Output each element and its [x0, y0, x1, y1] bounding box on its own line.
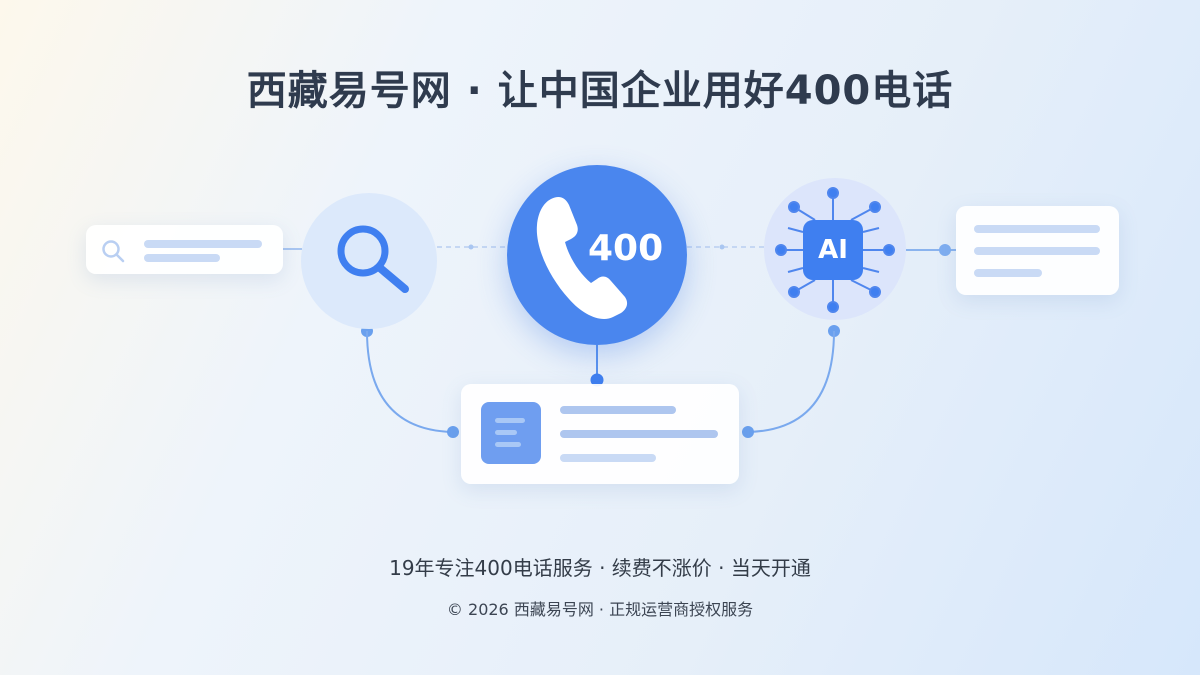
search-node — [301, 193, 437, 329]
tagline: 19年专注400电话服务 · 续费不涨价 · 当天开通 — [389, 556, 811, 580]
placeholder-line — [144, 240, 262, 248]
phone-icon — [536, 197, 628, 319]
placeholder-line — [144, 254, 220, 262]
phone-400-node — [507, 165, 687, 345]
placeholder-line — [974, 269, 1042, 277]
document-icon — [481, 402, 541, 464]
search-icon — [102, 240, 125, 263]
info-card[interactable] — [461, 384, 739, 484]
copyright: © 2026 西藏易号网 · 正规运营商授权服务 — [446, 600, 754, 619]
placeholder-line — [560, 406, 676, 414]
phone-number-label: 400 — [588, 228, 664, 269]
placeholder-line — [974, 225, 1100, 233]
result-card[interactable] — [956, 206, 1119, 295]
search-bar-card[interactable] — [86, 225, 283, 274]
placeholder-line — [974, 247, 1100, 255]
magnifier-icon — [337, 225, 409, 293]
ai-chip-icon: AI — [803, 220, 863, 280]
page-title: 西藏易号网 · 让中国企业用好400电话 — [246, 68, 954, 114]
placeholder-line — [560, 454, 656, 462]
placeholder-line — [560, 430, 718, 438]
